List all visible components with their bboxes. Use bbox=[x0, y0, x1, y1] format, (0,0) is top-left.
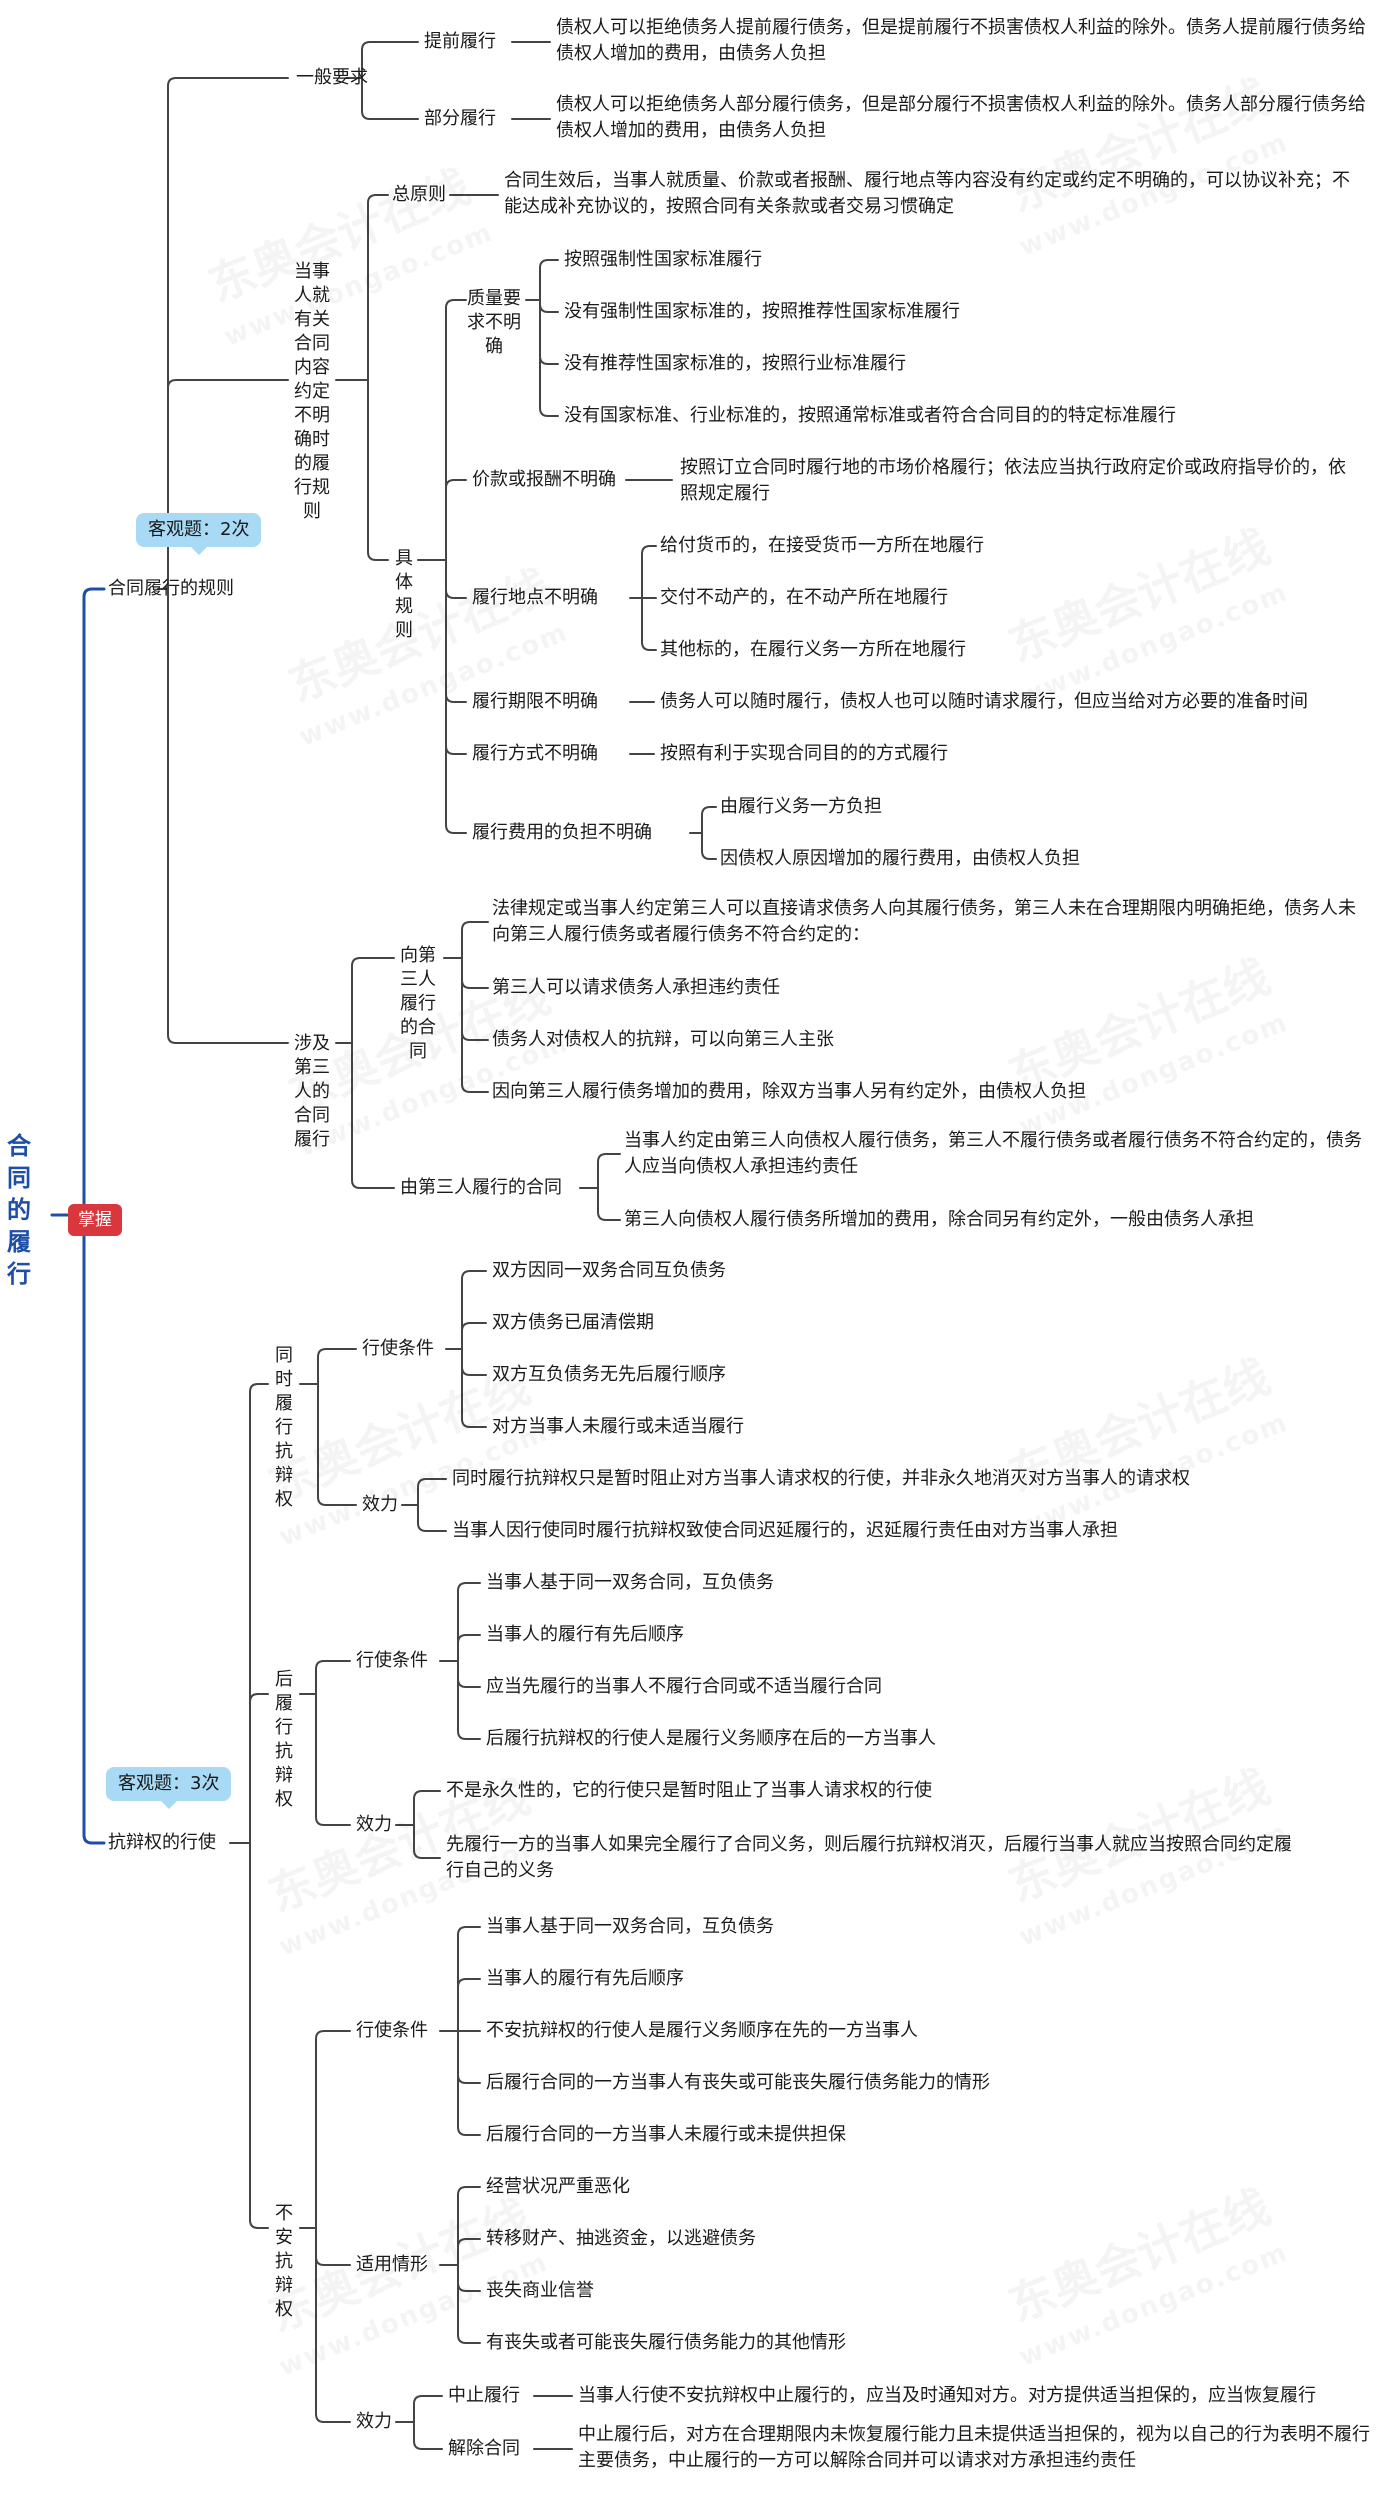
node-to-third-party: 向第三人履行的合同 bbox=[400, 945, 436, 1062]
node-simul-effect: 效力 bbox=[362, 1494, 398, 1515]
node-period-unclear: 履行期限不明确 bbox=[472, 691, 598, 712]
leaf-insecure-cond-4: 后履行合同的一方当事人有丧失或可能丧失履行债务能力的情形 bbox=[486, 2072, 990, 2093]
leaf-cost-2: 因债权人原因增加的履行费用，由债权人负担 bbox=[720, 848, 1080, 869]
leaf-simul-cond-3: 双方互负债务无先后履行顺序 bbox=[492, 1364, 726, 1385]
node-place-unclear: 履行地点不明确 bbox=[472, 587, 598, 608]
leaf-later-eff-1: 不是永久性的，它的行使只是暂时阻止了当事人请求权的行使 bbox=[446, 1780, 932, 1801]
leaf-quality-1: 按照强制性国家标准履行 bbox=[564, 249, 762, 270]
leaf-to-third-2: 第三人可以请求债务人承担违约责任 bbox=[492, 977, 780, 998]
leaf-later-cond-3: 应当先履行的当事人不履行合同或不适当履行合同 bbox=[486, 1676, 882, 1697]
node-rescind-contract: 解除合同 bbox=[448, 2438, 520, 2459]
leaf-cost-1: 由履行义务一方负担 bbox=[720, 796, 882, 817]
leaf-period-unclear: 债务人可以随时履行，债权人也可以随时请求履行，但应当给对方必要的准备时间 bbox=[660, 691, 1308, 712]
node-manner-unclear: 履行方式不明确 bbox=[472, 743, 598, 764]
leaf-quality-3: 没有推荐性国家标准的，按照行业标准履行 bbox=[564, 353, 906, 374]
leaf-by-third-1: 当事人约定由第三人向债权人履行债务，第三人不履行债务或者履行债务不符合约定的，债… bbox=[624, 1130, 1362, 1177]
mastery-tag: 掌握 bbox=[68, 1204, 122, 1236]
node-quality-unclear: 质量要求不明确 bbox=[467, 288, 521, 357]
leaf-insecure-cond-2: 当事人的履行有先后顺序 bbox=[486, 1968, 684, 1989]
leaf-by-third-2: 第三人向债权人履行债务所增加的费用，除合同另有约定外，一般由债务人承担 bbox=[624, 1209, 1254, 1230]
leaf-quality-2: 没有强制性国家标准的，按照推荐性国家标准履行 bbox=[564, 301, 960, 322]
node-later-effect: 效力 bbox=[356, 1814, 392, 1835]
leaf-simul-cond-4: 对方当事人未履行或未适当履行 bbox=[492, 1416, 744, 1437]
leaf-rescind-contract: 中止履行后，对方在合理期限内未恢复履行能力且未提供适当担保的，视为以自己的行为表… bbox=[578, 2424, 1370, 2471]
leaf-insecure-case-2: 转移财产、抽逃资金，以逃避债务 bbox=[486, 2228, 756, 2249]
node-simul-conditions: 行使条件 bbox=[362, 1338, 434, 1359]
leaf-insecure-case-4: 有丧失或者可能丧失履行债务能力的其他情形 bbox=[486, 2332, 846, 2353]
leaf-insecure-cond-1: 当事人基于同一双务合同，互负债务 bbox=[486, 1916, 774, 1937]
leaf-to-third-3: 债务人对债权人的抗辩，可以向第三人主张 bbox=[492, 1029, 834, 1050]
node-third-party: 涉及第三人的合同履行 bbox=[294, 1033, 330, 1150]
leaf-to-third-4: 因向第三人履行债务增加的费用，除双方当事人另有约定外，由债权人负担 bbox=[492, 1081, 1086, 1102]
leaf-insecure-case-1: 经营状况严重恶化 bbox=[486, 2176, 630, 2197]
leaf-insecure-cond-5: 后履行合同的一方当事人未履行或未提供担保 bbox=[486, 2124, 846, 2145]
node-insecure-effect: 效力 bbox=[356, 2411, 392, 2432]
leaf-simul-eff-1: 同时履行抗辩权只是暂时阻止对方当事人请求权的行使，并非永久地消灭对方当事人的请求… bbox=[452, 1468, 1190, 1489]
node-insecure-cases: 适用情形 bbox=[356, 2254, 428, 2275]
leaf-later-cond-4: 后履行抗辩权的行使人是履行义务顺序在后的一方当事人 bbox=[486, 1728, 936, 1749]
leaf-early-performance: 债权人可以拒绝债务人提前履行债务，但是提前履行不损害债权人利益的除外。债务人提前… bbox=[556, 17, 1366, 64]
leaf-manner-unclear: 按照有利于实现合同目的的方式履行 bbox=[660, 743, 948, 764]
exam-count-bubble: 客观题：3次 bbox=[106, 1767, 232, 1809]
node-by-third-party: 由第三人履行的合同 bbox=[400, 1177, 562, 1198]
leaf-later-eff-2: 先履行一方的当事人如果完全履行了合同义务，则后履行抗辩权消灭，后履行当事人就应当… bbox=[446, 1834, 1292, 1881]
leaf-partial-performance: 债权人可以拒绝债务人部分履行债务，但是部分履行不损害债权人利益的除外。债务人部分… bbox=[556, 94, 1366, 141]
leaf-simul-cond-2: 双方债务已届清偿期 bbox=[492, 1312, 654, 1333]
node-suspend-performance: 中止履行 bbox=[448, 2385, 520, 2406]
node-general-principle: 总原则 bbox=[392, 184, 446, 205]
node-unclear-terms-rules: 当事人就有关合同内容约定不明确时的履行规则 bbox=[294, 261, 330, 522]
leaf-to-third-1: 法律规定或当事人约定第三人可以直接请求债务人向其履行债务，第三人未在合理期限内明… bbox=[492, 898, 1356, 945]
node-simultaneous-defense: 同时履行抗辩权 bbox=[275, 1345, 293, 1510]
leaf-place-1: 给付货币的，在接受货币一方所在地履行 bbox=[660, 535, 984, 556]
node-early-performance: 提前履行 bbox=[424, 31, 496, 52]
node-later-defense: 后履行抗辩权 bbox=[275, 1669, 293, 1810]
leaf-insecure-cond-3: 不安抗辩权的行使人是履行义务顺序在先的一方当事人 bbox=[486, 2020, 918, 2041]
node-insecurity-defense: 不安抗辩权 bbox=[275, 2203, 293, 2320]
node-later-conditions: 行使条件 bbox=[356, 1650, 428, 1671]
leaf-place-3: 其他标的，在履行义务一方所在地履行 bbox=[660, 639, 966, 660]
leaf-quality-4: 没有国家标准、行业标准的，按照通常标准或者符合合同目的的特定标准履行 bbox=[564, 405, 1176, 426]
node-specific-rules: 具体规则 bbox=[395, 548, 413, 641]
root-title: 合同的履行 bbox=[7, 1132, 31, 1288]
leaf-suspend-performance: 当事人行使不安抗辩权中止履行的，应当及时通知对方。对方提供适当担保的，应当恢复履… bbox=[578, 2385, 1316, 2406]
leaf-general-principle: 合同生效后，当事人就质量、价款或者报酬、履行地点等内容没有约定或约定不明确的，可… bbox=[504, 170, 1350, 217]
branch-defense-rights: 抗辩权的行使 bbox=[108, 1832, 216, 1853]
leaf-later-cond-1: 当事人基于同一双务合同，互负债务 bbox=[486, 1572, 774, 1593]
branch-contract-rules: 合同履行的规则 bbox=[108, 578, 234, 599]
node-partial-performance: 部分履行 bbox=[424, 108, 496, 129]
leaf-simul-eff-2: 当事人因行使同时履行抗辩权致使合同迟延履行的，迟延履行责任由对方当事人承担 bbox=[452, 1520, 1118, 1541]
leaf-place-2: 交付不动产的，在不动产所在地履行 bbox=[660, 587, 948, 608]
leaf-price-unclear: 按照订立合同时履行地的市场价格履行；依法应当执行政府定价或政府指导价的，依照规定… bbox=[680, 457, 1346, 504]
node-price-unclear: 价款或报酬不明确 bbox=[472, 469, 616, 490]
exam-count-bubble: 客观题：2次 bbox=[136, 513, 262, 555]
node-cost-unclear: 履行费用的负担不明确 bbox=[472, 822, 652, 843]
leaf-simul-cond-1: 双方因同一双务合同互负债务 bbox=[492, 1260, 726, 1281]
node-general-requirements: 一般要求 bbox=[296, 67, 368, 88]
leaf-insecure-case-3: 丧失商业信誉 bbox=[486, 2280, 594, 2301]
leaf-later-cond-2: 当事人的履行有先后顺序 bbox=[486, 1624, 684, 1645]
node-insecure-conditions: 行使条件 bbox=[356, 2020, 428, 2041]
